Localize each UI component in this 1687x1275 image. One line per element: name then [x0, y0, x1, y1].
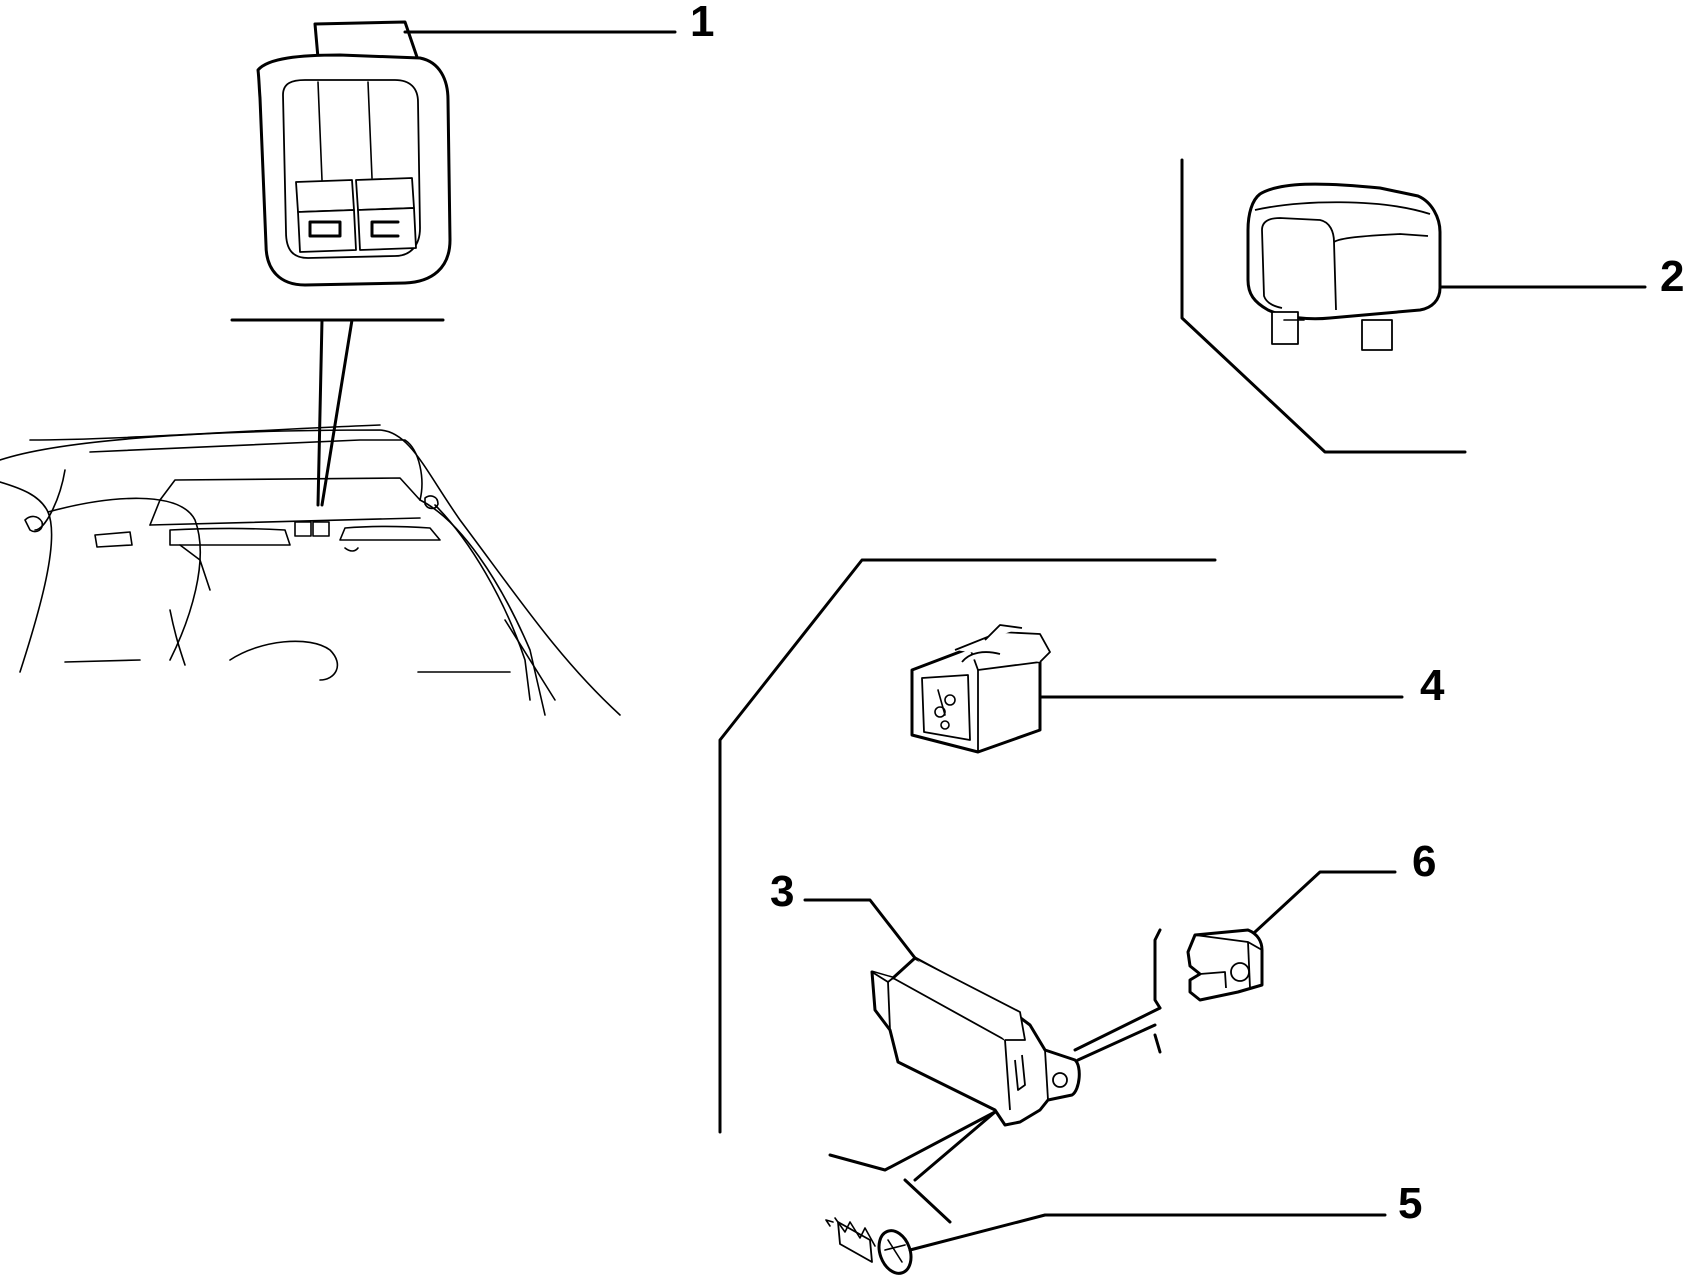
fixing-line-right-a	[1073, 1006, 1162, 1052]
fixing-bracket-right	[1153, 928, 1162, 1054]
leader-line-3	[803, 898, 917, 960]
part-6-clip	[1186, 928, 1264, 1002]
part-4-relay-block	[910, 624, 1051, 754]
leader-line-5	[908, 1213, 1387, 1252]
detail-bracket-2	[1180, 158, 1467, 454]
callout-label-4: 4	[1420, 661, 1445, 710]
leader-line-6	[1253, 870, 1397, 934]
callout-label-2: 2	[1660, 252, 1684, 301]
part-3-control-module	[870, 956, 1081, 1127]
detail-pointer-1a	[316, 318, 324, 507]
detail-bracket-3-6	[718, 558, 1217, 1134]
part-1-roof-console-switch	[256, 20, 452, 287]
callout-label-1: 1	[690, 0, 714, 46]
fixing-line-right-b	[1076, 1023, 1157, 1062]
screw-projection-line-right	[903, 1178, 952, 1224]
part-5-screw	[825, 1217, 913, 1275]
part-2-relay	[1246, 182, 1442, 351]
screw-projection-line-mid	[913, 1110, 997, 1182]
car-interior-roof-view	[0, 424, 621, 716]
detail-pointer-1b	[320, 318, 354, 507]
callout-label-3: 3	[770, 867, 794, 916]
callout-label-5: 5	[1398, 1179, 1422, 1228]
screw-projection-line-left	[828, 1110, 997, 1172]
callout-label-6: 6	[1412, 837, 1436, 886]
